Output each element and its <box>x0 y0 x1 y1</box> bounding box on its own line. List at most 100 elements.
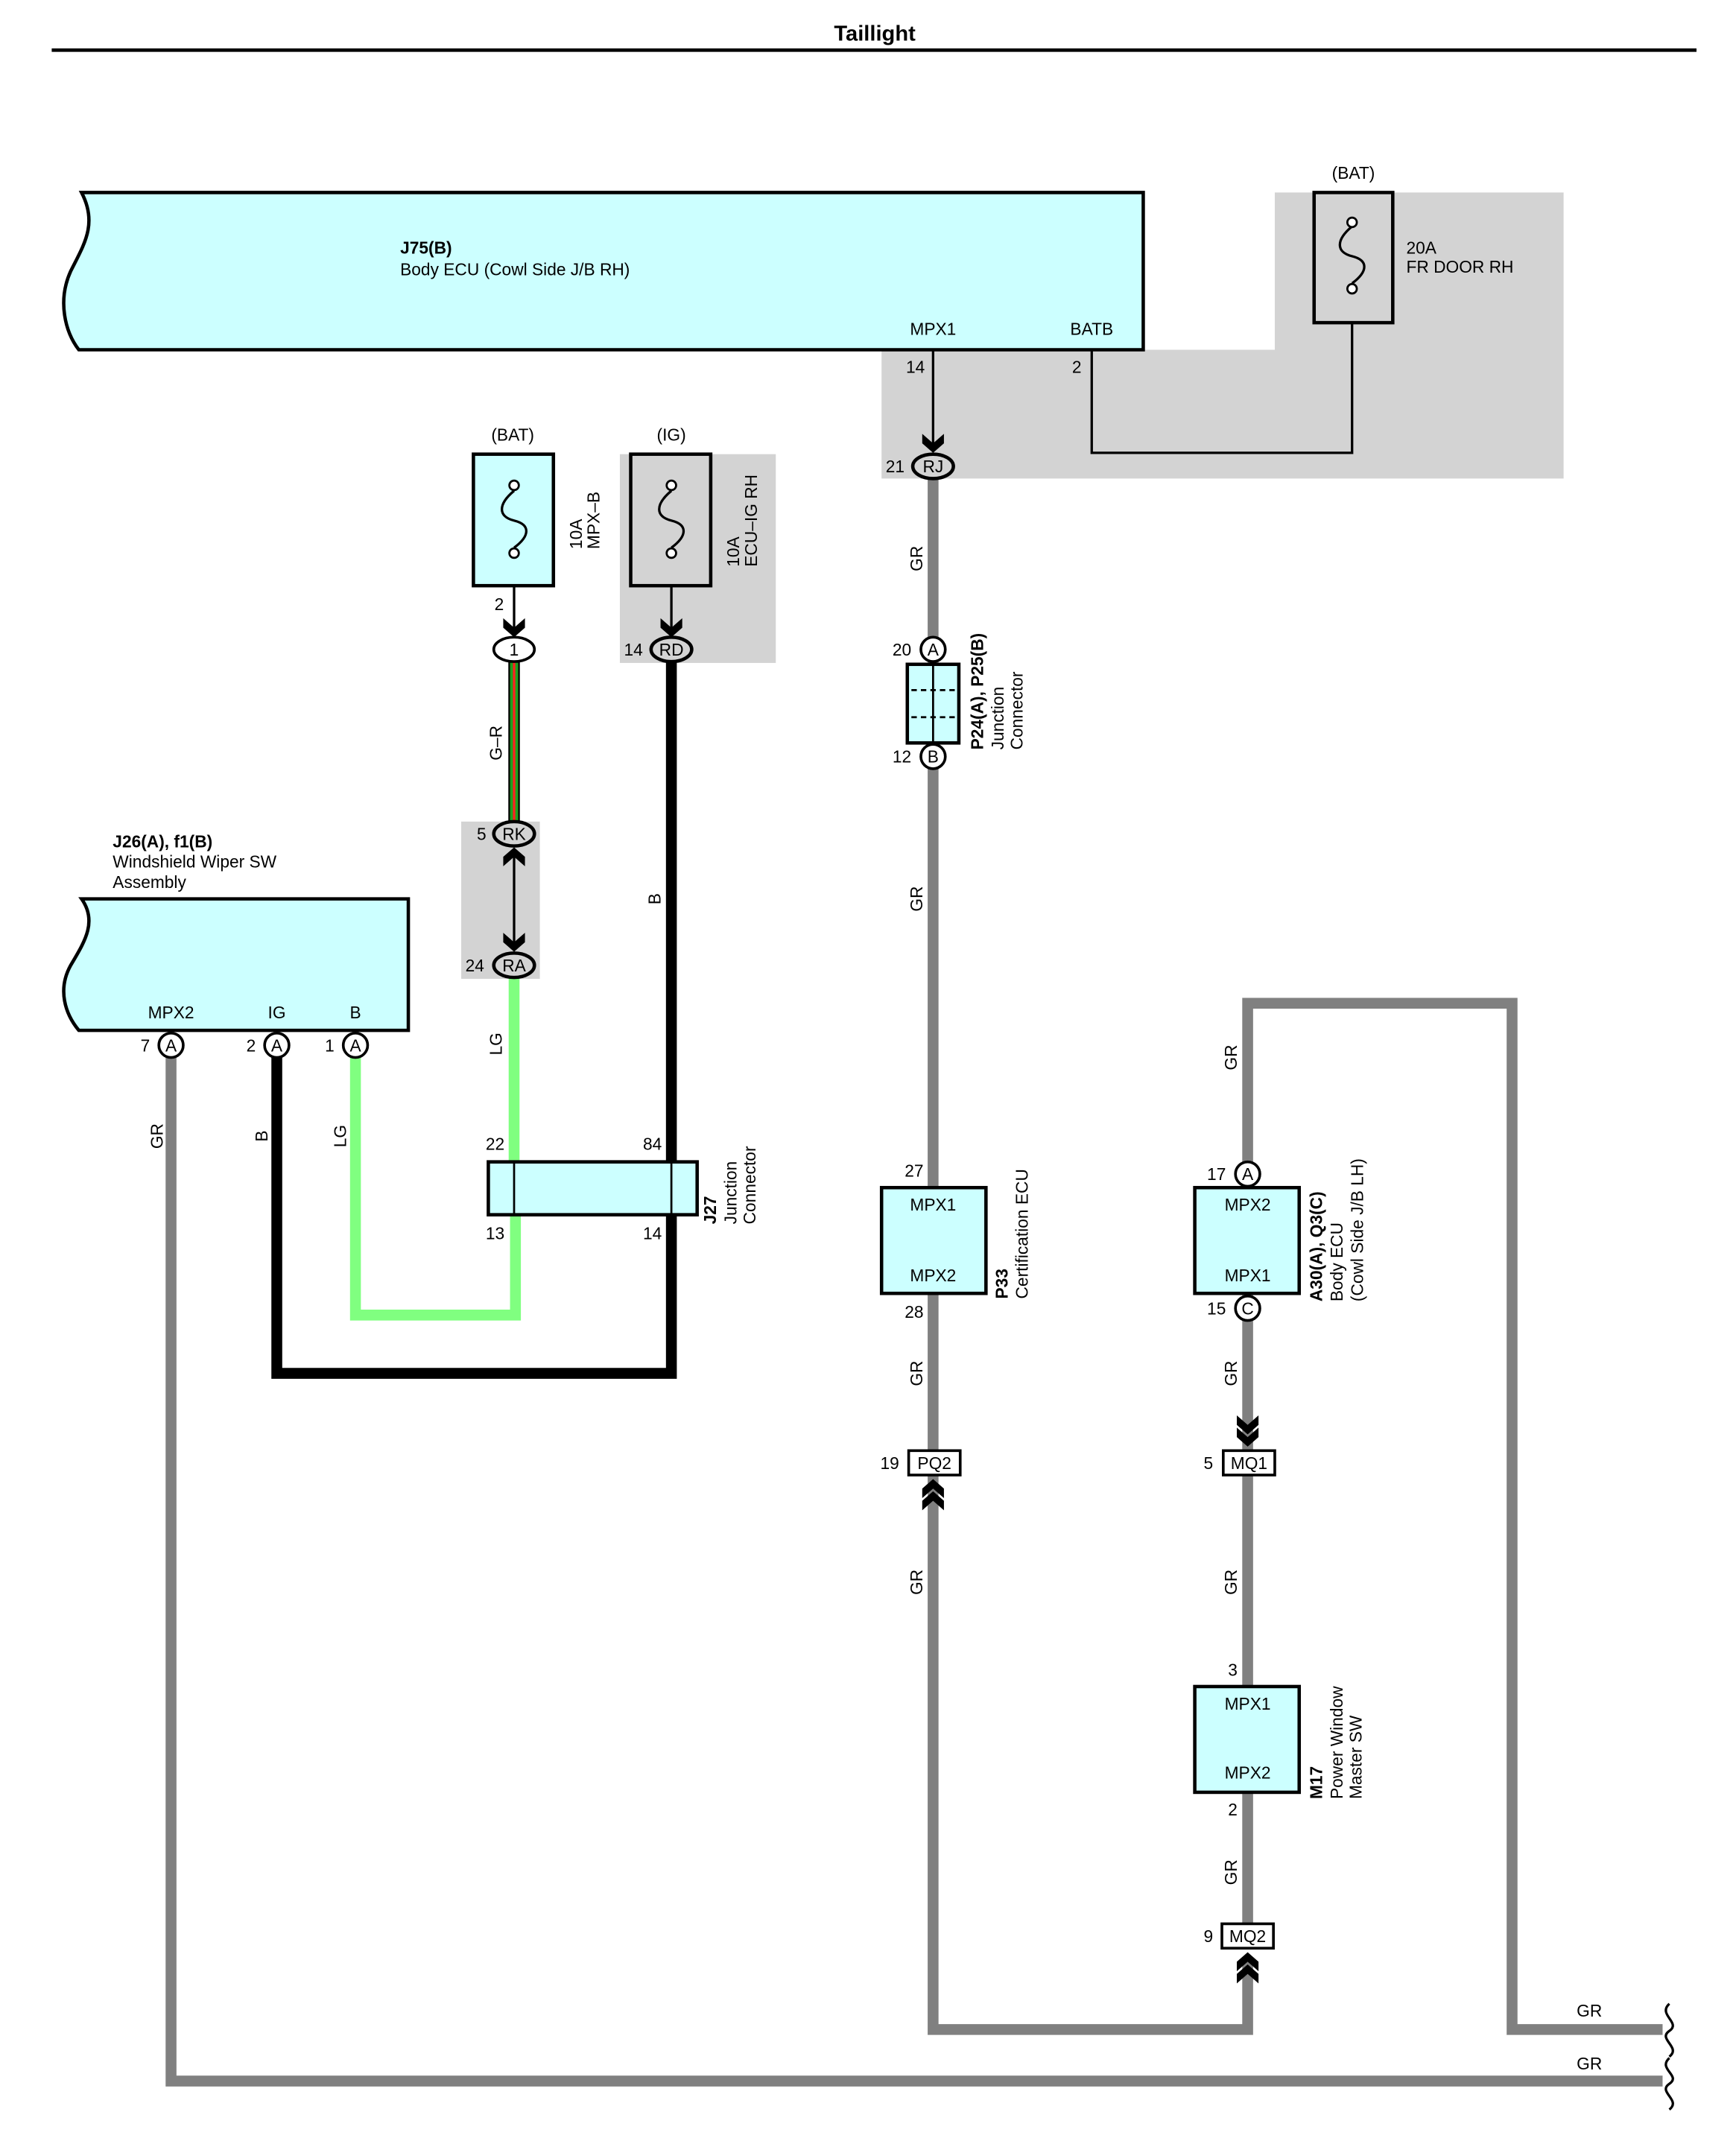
a30-top-pin: 17 <box>1207 1164 1226 1184</box>
j75-pin-mpx1-label: MPX1 <box>910 320 956 339</box>
wire-label: LG <box>487 1032 506 1055</box>
a30-bottom-letter: C <box>1241 1298 1253 1318</box>
j75-pin-batb-number: 2 <box>1072 357 1082 376</box>
conn-mq2-box <box>1220 1922 1275 1950</box>
j27-pin-bottom-right: 14 <box>643 1223 662 1243</box>
fuse-mpx-b-link-icon <box>501 489 528 549</box>
j26-name-line2: Assembly <box>113 872 186 892</box>
fuse-fr-door-name: FR DOOR RH <box>1407 257 1514 276</box>
j26-code: J26(A), f1(B) <box>113 831 212 851</box>
a30-name-line1: Body ECU <box>1327 1222 1346 1301</box>
p33-code: P33 <box>992 1269 1011 1298</box>
conn-mq1-id: MQ1 <box>1231 1453 1267 1473</box>
fuse-fr-door-rating: 20A <box>1407 238 1437 257</box>
conn-rd-oval <box>649 635 694 664</box>
conn-ra-oval <box>492 951 536 980</box>
conn-mq2-chevron-up-icon <box>1237 1952 1259 1972</box>
conn-ra-pin: 24 <box>466 956 484 975</box>
conn-rd-id: RD <box>659 640 684 659</box>
fuse-mpx-b-source: (BAT) <box>491 425 534 444</box>
conn-rj-pin: 21 <box>886 457 905 476</box>
fuse-ecu-ig-source: (IG) <box>657 425 686 444</box>
j27-name-line2: Connector <box>740 1146 759 1224</box>
j26-pin-b-letter: A <box>349 1035 361 1055</box>
m17-name-line1: Power Window <box>1327 1686 1346 1799</box>
j26-pin-b-number: 1 <box>325 1035 335 1055</box>
wire-label: LG <box>330 1125 349 1147</box>
j27-pin-top-right: 84 <box>643 1134 662 1153</box>
j26-pin-mpx2-letter: A <box>165 1035 177 1055</box>
p24-name-line2: Connector <box>1007 671 1026 749</box>
a30-bottom-pin: 15 <box>1207 1298 1226 1318</box>
wire-gr-mpx2-bottom <box>165 1045 1663 2087</box>
p33-pin-bottom-number: 28 <box>905 1302 923 1322</box>
conn-mq1-pin: 5 <box>1203 1453 1213 1473</box>
j26-pin-ig-label: IG <box>268 1003 286 1022</box>
wire-label: G–R <box>487 726 506 761</box>
p24-name-line1: Junction <box>988 687 1007 750</box>
fuse-fr-door-terminal-top <box>1346 216 1358 229</box>
conn-mq2-pin: 9 <box>1203 1926 1213 1946</box>
m17-pin-top-number: 3 <box>1228 1660 1238 1679</box>
conn-pq2-box <box>907 1449 962 1476</box>
fuse-fr-door-link-icon <box>1338 225 1366 285</box>
j75-pin-batb-label: BATB <box>1070 320 1113 339</box>
fuse-ecu-ig-name: ECU–IG RH <box>741 475 761 567</box>
conn-rd-pin: 14 <box>624 640 643 659</box>
j26-wiper-switch-box <box>62 897 411 1032</box>
wire-label: B <box>645 893 665 904</box>
conn-mq1-chevron-down-icon <box>1237 1427 1259 1447</box>
j75-pin-mpx1-number: 14 <box>906 357 925 376</box>
conn-rk-pin: 5 <box>477 824 487 843</box>
fuse-ecu-ig-rating: 10A <box>723 536 743 566</box>
conn-1-id: 1 <box>510 640 519 659</box>
j27-junction-box <box>487 1160 699 1216</box>
fuse-fr-door-source: (BAT) <box>1332 163 1375 183</box>
wire-break-mark-lower <box>1664 2057 1674 2111</box>
conn-rj-id: RJ <box>922 457 943 476</box>
j26-pin-mpx2-label: MPX2 <box>148 1003 194 1022</box>
shade-region-rk-ra <box>461 821 540 979</box>
p24-top-letter-circle <box>919 635 947 663</box>
p33-certification-ecu-box <box>879 1185 988 1295</box>
m17-code: M17 <box>1307 1766 1326 1799</box>
fuse-ecu-ig-terminal-bottom <box>665 547 677 559</box>
wire-label: GR <box>148 1123 167 1149</box>
wire-break-mark-upper <box>1664 2002 1674 2058</box>
mpx-b-arrow-down-icon <box>503 618 525 638</box>
conn-pq2-id: PQ2 <box>917 1453 951 1473</box>
p24-bottom-letter-circle <box>919 743 947 770</box>
conn-mq1-chevron-down-icon <box>1237 1415 1259 1435</box>
a30-pin-bottom-label: MPX1 <box>1225 1266 1271 1285</box>
fuse-mpx-b-pin: 2 <box>495 594 504 614</box>
a30-pin-top-label: MPX2 <box>1225 1195 1271 1214</box>
j26-pin-b-letter-circle <box>341 1031 370 1059</box>
j26-pin-mpx2-number: 7 <box>141 1035 151 1055</box>
m17-pin-top-label: MPX1 <box>1225 1694 1271 1713</box>
fuse-ecu-ig-link-icon <box>658 489 685 549</box>
wire-lg-b <box>349 1045 522 1321</box>
p33-pin-top-number: 27 <box>905 1161 923 1181</box>
j27-pin-top-left: 22 <box>486 1134 504 1153</box>
wire-label: B <box>252 1130 271 1141</box>
wire-label: GR <box>1577 2054 1602 2073</box>
conn-rk-oval <box>492 819 536 848</box>
j26-name-line1: Windshield Wiper SW <box>113 852 276 872</box>
fuse-mpx-b-terminal-top <box>508 479 520 492</box>
j75-name: Body ECU (Cowl Side J/B RH) <box>400 259 630 279</box>
rk-arrow-up-icon <box>503 847 525 866</box>
m17-pin-bottom-number: 2 <box>1228 1800 1238 1819</box>
j26-pin-ig-letter-circle <box>263 1031 291 1059</box>
fuse-mpx-b-name: MPX–B <box>584 492 604 549</box>
a30-code: A30(A), Q3(C) <box>1307 1191 1326 1301</box>
m17-name-line2: Master SW <box>1346 1715 1365 1799</box>
a30-bottom-letter-circle <box>1234 1295 1261 1322</box>
wire-label: GR <box>1577 2001 1602 2020</box>
conn-ra-id: RA <box>502 956 526 975</box>
j26-pin-b-label: B <box>349 1003 361 1022</box>
j27-pin-bottom-left: 13 <box>486 1223 504 1243</box>
wire-b-ig <box>271 1045 677 1379</box>
p24-bottom-pin: 12 <box>893 747 911 767</box>
p33-pin-bottom-label: MPX2 <box>910 1266 956 1285</box>
